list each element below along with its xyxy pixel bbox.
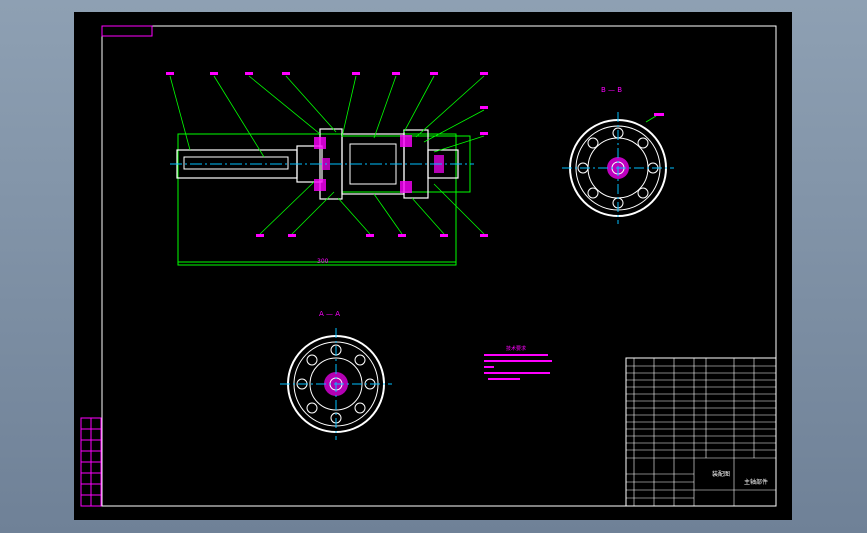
section-b-view[interactable]: B — B (562, 86, 674, 224)
tech-requirements-title: 技术要求 (506, 345, 526, 352)
title-block-part-name: 主轴部件 (744, 478, 768, 486)
section-a-view[interactable]: A — A (280, 310, 392, 440)
title-block-material: 装配图 (712, 470, 730, 478)
cad-viewport[interactable]: 300 (74, 12, 792, 520)
sheet-frame (101, 25, 777, 507)
cad-drawing-canvas[interactable]: 300 (74, 12, 792, 520)
technical-requirements-note: 技术要求 (484, 345, 552, 380)
drawing-number-box (101, 25, 153, 37)
spindle-assembly-view[interactable]: 300 (166, 72, 488, 266)
section-b-label: B — B (601, 86, 622, 94)
side-stamp-table (80, 417, 102, 507)
title-block: 装配图 主轴部件 (625, 357, 777, 507)
section-a-label: A — A (319, 310, 340, 318)
dimension-length-label: 300 (317, 258, 329, 265)
